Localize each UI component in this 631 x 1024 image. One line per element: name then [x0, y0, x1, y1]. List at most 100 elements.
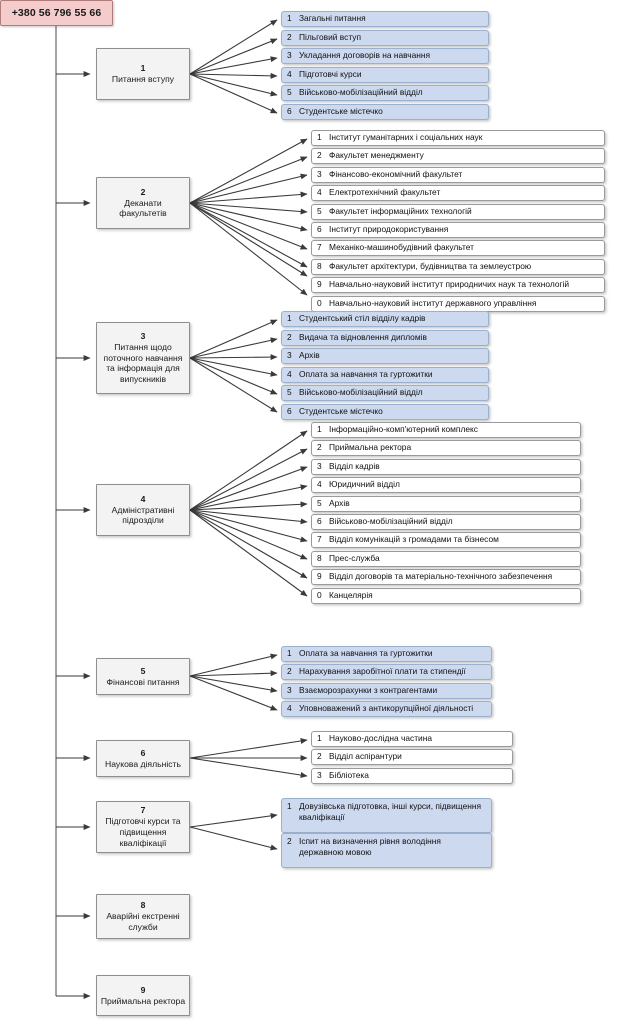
leaf-index: 4	[317, 479, 322, 490]
phone-number-text: +380 56 796 55 66	[11, 7, 102, 19]
leaf-index: 1	[317, 132, 322, 143]
leaf-index: 6	[317, 516, 322, 527]
leaf-item[interactable]: 2 Нарахування заробітної плати та стипенд…	[281, 664, 492, 680]
leaf-index: 1	[287, 13, 292, 24]
leaf-index: 5	[287, 87, 292, 98]
leaf-label: Науково-дослідна частина	[329, 733, 432, 744]
leaf-index: 9	[317, 279, 322, 290]
leaf-label: Інститут природокористування	[329, 224, 449, 235]
leaf-index: 7	[317, 534, 322, 545]
leaf-index: 4	[317, 187, 322, 198]
leaf-label: Нарахування заробітної плати та стипенді…	[299, 666, 466, 677]
leaf-label: Факультет архітектури, будівництва та зе…	[329, 261, 532, 272]
category-title: Аварійні екстренні служби	[106, 911, 180, 932]
leaf-item[interactable]: 3 Фінансово-економічний факультет	[311, 167, 605, 183]
leaf-label: Відділ комунікацій з громадами та бізнес…	[329, 534, 499, 545]
leaf-label: Пільговий вступ	[299, 32, 361, 43]
leaf-label: Військово-мобілізаційний відділ	[329, 516, 453, 527]
category-title: Питання щодо поточного навчання та інфор…	[103, 341, 183, 385]
leaf-label: Студентське містечко	[299, 106, 383, 117]
category-number: 7	[140, 805, 146, 816]
leaf-index: 5	[317, 206, 322, 217]
category-number: 8	[140, 900, 146, 911]
leaf-label: Механіко-машинобудівний факультет	[329, 242, 474, 253]
leaf-item[interactable]: 7 Відділ комунікацій з громадами та бізне…	[311, 532, 581, 548]
leaf-index: 3	[317, 770, 322, 781]
leaf-item[interactable]: 1 Інститут гуманітарних і соціальних наук	[311, 130, 605, 146]
leaf-index: 8	[317, 261, 322, 272]
category-title: Адміністративні підрозділи	[111, 504, 175, 526]
leaf-label: Електротехнічний факультет	[329, 187, 441, 198]
leaf-index: 1	[317, 733, 322, 744]
leaf-index: 6	[287, 106, 292, 117]
leaf-index: 2	[287, 666, 292, 677]
leaf-label: Інформаційно-комп'ютерний комплекс	[329, 424, 478, 435]
leaf-index: 0	[317, 590, 322, 601]
category-title: Питання вступу	[111, 74, 175, 84]
leaf-label: Факультет менеджменту	[329, 150, 424, 161]
leaf-label: Приймальна ректора	[329, 442, 412, 453]
leaf-item[interactable]: 1 Науково-дослідна частина	[311, 731, 513, 747]
leaf-index: 3	[317, 169, 322, 180]
leaf-label: Канцелярія	[329, 590, 373, 601]
leaf-index: 4	[287, 703, 292, 714]
leaf-item[interactable]: 6 Студентське містечко	[281, 104, 489, 120]
leaf-item[interactable]: 6 Військово-мобілізаційний відділ	[311, 514, 581, 530]
leaf-item[interactable]: 0 Канцелярія	[311, 588, 581, 604]
leaf-label: Відділ договорів та матеріально-технічно…	[329, 571, 553, 582]
leaf-item[interactable]: 4 Електротехнічний факультет	[311, 185, 605, 201]
leaf-index: 1	[287, 648, 292, 659]
leaf-label: Підготовчі курси	[299, 69, 362, 80]
leaf-label: Фінансово-економічний факультет	[329, 169, 463, 180]
leaf-index: 1	[287, 313, 292, 324]
leaf-index: 2	[287, 332, 292, 343]
leaf-label: Інститут гуманітарних і соціальних наук	[329, 132, 483, 143]
category-number: 6	[140, 747, 146, 758]
leaf-label: Архів	[329, 498, 350, 509]
category-title: Деканати факультетів	[119, 197, 167, 219]
leaf-item[interactable]: 8 Факультет архітектури, будівництва та з…	[311, 259, 605, 275]
leaf-label: Відділ кадрів	[329, 461, 380, 472]
